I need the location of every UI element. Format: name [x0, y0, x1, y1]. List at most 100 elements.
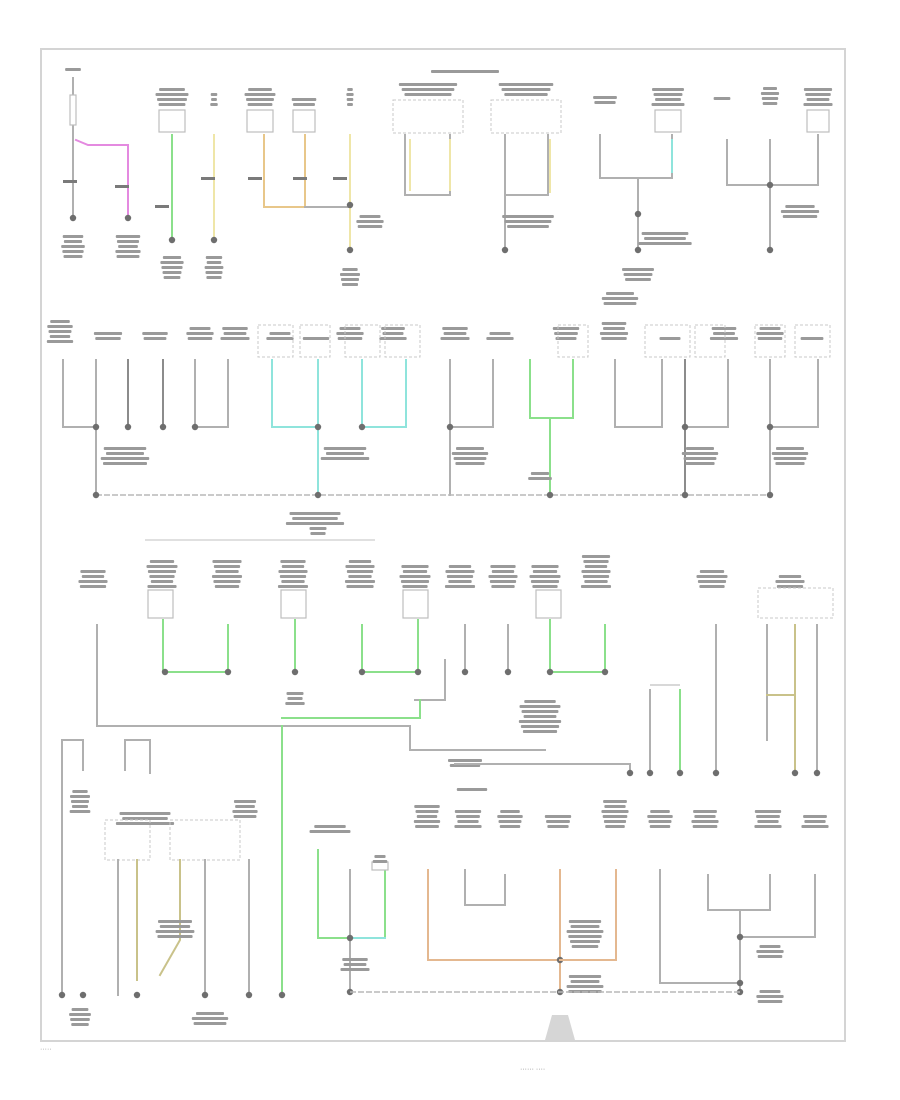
component-label [593, 96, 617, 99]
component-label-r4-1 [457, 820, 479, 823]
component-label-r4-6 [692, 825, 718, 828]
splice-label [103, 447, 147, 450]
module-label [398, 83, 458, 86]
wire-code-label [201, 177, 215, 180]
ground-splice-node [159, 423, 167, 431]
component-label-r3-3 [280, 560, 306, 563]
component-label [70, 800, 90, 803]
component-label-r4-4 [601, 810, 629, 813]
wire-teal [271, 359, 319, 428]
component-label-r3-4 [348, 575, 372, 578]
component-label-6 [339, 327, 361, 330]
fuse-block [69, 94, 77, 126]
component-label-r3-6 [444, 585, 476, 588]
component-label-r3-9 [581, 570, 611, 573]
diagram-code: ····· [40, 1046, 52, 1053]
splice-label [756, 950, 784, 953]
ground-splice-node [314, 423, 322, 431]
component-label-r4-6 [694, 815, 716, 818]
splice-label [756, 995, 784, 998]
wire-code-label [293, 177, 307, 180]
wire [454, 763, 631, 774]
component-label [47, 325, 73, 328]
splice-label [638, 242, 692, 245]
module-6-label [651, 103, 685, 106]
module-6 [654, 109, 682, 133]
ground-splice-node [358, 423, 366, 431]
component-label [122, 817, 168, 820]
component-label-7 [382, 332, 404, 335]
splice-label [343, 963, 367, 966]
ground-label [204, 266, 224, 269]
component-label-r4-8 [804, 820, 826, 823]
wire-green [529, 359, 574, 419]
splice-label [155, 930, 195, 933]
ground-splice-node [358, 668, 366, 676]
module-label [504, 93, 548, 96]
ground-splice-node [646, 769, 654, 777]
ground-label [116, 255, 140, 258]
component-label-r4-1 [456, 815, 480, 818]
splice-label [759, 990, 781, 993]
wire [404, 134, 451, 196]
wire [414, 659, 446, 701]
splice-label [522, 730, 558, 733]
component-label-r3-1 [149, 575, 175, 578]
component-label-r3-8 [531, 565, 559, 568]
module-label [501, 88, 551, 91]
component-label-4 [269, 332, 291, 335]
ground-splice-node [291, 668, 299, 676]
splice-label [771, 452, 809, 455]
component-label-r3-11 [778, 575, 802, 578]
component-label-r3-8 [530, 580, 560, 583]
component-label [71, 805, 89, 808]
wire [194, 359, 229, 428]
component-label-r3-6 [448, 580, 472, 583]
wire [559, 869, 617, 961]
component-label-r3-9 [584, 565, 608, 568]
component-label-r3-1 [150, 580, 174, 583]
splice-label [568, 935, 602, 938]
module-1-label [158, 103, 186, 106]
ground-splice-node [168, 236, 176, 244]
component-label-9 [489, 332, 511, 335]
component-label-r3-8 [532, 585, 558, 588]
component-label-r3-4 [344, 580, 376, 583]
wire [61, 739, 84, 771]
module-3-label [246, 98, 274, 101]
component-label-r3-10 [699, 570, 725, 573]
ground-splice-node [133, 991, 141, 999]
component-label-r3-0 [79, 585, 107, 588]
main-ground-label: ······ ···· [520, 1066, 546, 1073]
component-label-r3-9 [580, 585, 612, 588]
component-label-10 [554, 332, 578, 335]
component-label-3 [222, 327, 248, 330]
component-label-r3-3 [279, 575, 307, 578]
module-1-label [155, 93, 189, 96]
component-label-11 [601, 337, 627, 340]
component-label-r3-4 [346, 570, 374, 573]
component-label-r3-5 [402, 570, 428, 573]
component-label-r3-5 [400, 580, 430, 583]
splice-label [524, 700, 556, 703]
component-label-r3-0 [78, 580, 108, 583]
component-label-8 [442, 327, 468, 330]
ground-label [193, 1022, 227, 1025]
module-label [401, 88, 455, 91]
component-label-10 [555, 337, 577, 340]
group-header [456, 788, 488, 791]
module-7-label [805, 93, 831, 96]
wire [614, 359, 663, 428]
splice-label [566, 985, 604, 988]
ground-label [623, 273, 653, 276]
component-label-r3-5 [402, 585, 428, 588]
component-label-r3-7 [491, 585, 515, 588]
module-4-label [293, 103, 315, 106]
group-header [292, 517, 338, 520]
splice-label [518, 720, 562, 723]
wire-orange [263, 134, 306, 208]
component-label-7 [381, 327, 405, 330]
ground-label [622, 268, 654, 271]
ground-label [340, 278, 360, 281]
splice-label [785, 205, 815, 208]
